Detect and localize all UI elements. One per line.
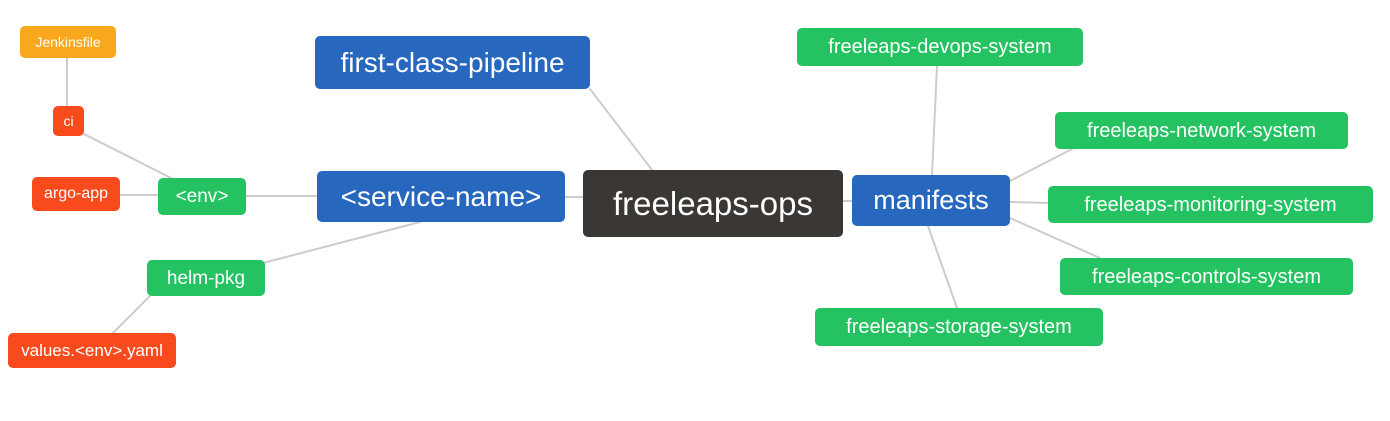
node-freeleaps-ops-root[interactable]: freeleaps-ops <box>583 170 843 237</box>
edge-manifests-network <box>1009 148 1073 182</box>
node-controls-system[interactable]: freeleaps-controls-system <box>1060 258 1353 295</box>
edge-helm-pkg-values <box>112 295 151 334</box>
node-jenkinsfile[interactable]: Jenkinsfile <box>20 26 116 58</box>
edge-manifests-devops <box>931 65 938 176</box>
node-service-name[interactable]: <service-name> <box>317 171 565 222</box>
edge-manifests-monitoring <box>1009 201 1049 204</box>
node-ci[interactable]: ci <box>53 106 84 136</box>
node-first-class-pipeline[interactable]: first-class-pipeline <box>315 36 590 89</box>
node-network-system[interactable]: freeleaps-network-system <box>1055 112 1348 149</box>
edge-ci-env <box>83 133 176 181</box>
node-values-env-yaml[interactable]: values.<env>.yaml <box>8 333 176 368</box>
node-helm-pkg[interactable]: helm-pkg <box>147 260 265 296</box>
node-env[interactable]: <env> <box>158 178 246 215</box>
node-storage-system[interactable]: freeleaps-storage-system <box>815 308 1103 346</box>
node-monitoring-system[interactable]: freeleaps-monitoring-system <box>1048 186 1373 223</box>
node-manifests[interactable]: manifests <box>852 175 1010 226</box>
node-devops-system[interactable]: freeleaps-devops-system <box>797 28 1083 66</box>
edge-first-class-root <box>589 88 653 171</box>
edge-manifests-storage <box>927 225 958 309</box>
node-argo-app[interactable]: argo-app <box>32 177 120 211</box>
edge-manifests-controls <box>1009 217 1101 259</box>
edge-service-name-helm-pkg <box>262 221 421 264</box>
